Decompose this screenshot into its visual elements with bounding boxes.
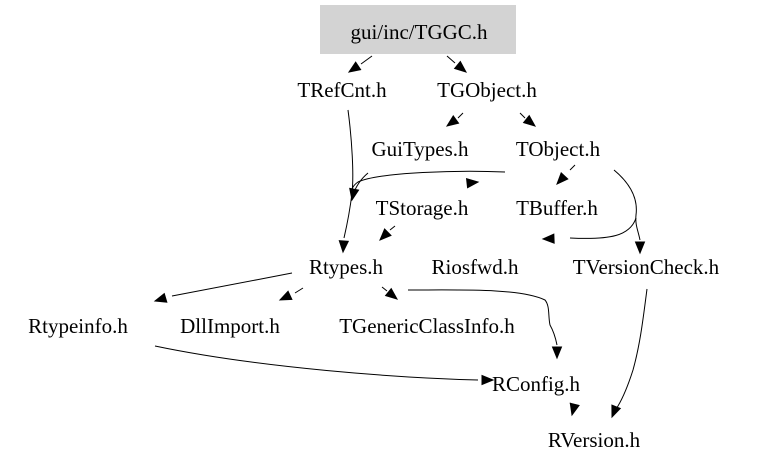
node-tobject[interactable]: TObject.h xyxy=(516,137,601,161)
arrowhead-icon xyxy=(347,61,362,73)
edge-rtypes-to-dllimport xyxy=(278,287,304,301)
node-tversioncheck[interactable]: TVersionCheck.h xyxy=(573,255,720,279)
edge-line xyxy=(294,287,304,294)
arrowhead-icon xyxy=(379,228,392,241)
arrowhead-icon xyxy=(384,287,399,300)
node-label: Rtypes.h xyxy=(309,255,384,279)
node-tgenericclassinfo[interactable]: TGenericClassInfo.h xyxy=(339,314,515,338)
edge-line xyxy=(343,109,354,239)
edge-line xyxy=(389,225,396,231)
node-label: TBuffer.h xyxy=(516,196,598,220)
edge-line xyxy=(381,286,388,292)
node-label: RVersion.h xyxy=(548,428,641,452)
arrowhead-icon xyxy=(541,233,555,244)
node-label: RConfig.h xyxy=(492,372,581,396)
arrowhead-icon xyxy=(465,178,480,189)
node-label: TGenericClassInfo.h xyxy=(339,314,515,338)
edge-tobject-to-riosfwd xyxy=(541,217,637,244)
node-guitypes[interactable]: GuiTypes.h xyxy=(371,137,469,161)
node-label: DllImport.h xyxy=(180,314,280,338)
node-rconfig[interactable]: RConfig.h xyxy=(492,372,581,396)
node-tggc[interactable]: gui/inc/TGGC.h xyxy=(320,5,516,54)
edge-line xyxy=(407,289,558,346)
arrowhead-icon xyxy=(153,292,168,303)
edge-line xyxy=(613,288,648,413)
edge-rtypes-to-rtypeinfo xyxy=(153,272,293,303)
edge-tgobject-to-tobject xyxy=(519,112,537,127)
edges-layer xyxy=(153,55,648,419)
edge-rtypes-to-tgenericclassinfo xyxy=(381,286,399,300)
node-label: TStorage.h xyxy=(376,196,469,220)
edge-line xyxy=(519,112,526,119)
arrowhead-icon xyxy=(569,402,580,417)
node-label: TGObject.h xyxy=(437,78,537,102)
node-label: TObject.h xyxy=(516,137,601,161)
node-tgobject[interactable]: TGObject.h xyxy=(437,78,537,102)
node-label: Riosfwd.h xyxy=(432,255,519,279)
arrowhead-icon xyxy=(278,290,293,301)
node-label: TVersionCheck.h xyxy=(573,255,720,279)
edge-rconfig-to-rversion xyxy=(569,402,580,417)
root-node-box xyxy=(320,5,516,54)
arrowhead-icon xyxy=(481,374,495,386)
edge-tobject-to-tversioncheck xyxy=(613,169,646,255)
edge-line xyxy=(446,55,456,64)
arrowhead-icon xyxy=(453,60,468,73)
edge-line xyxy=(569,164,576,171)
edge-tggc-to-tgobject xyxy=(446,55,468,73)
arrowhead-icon xyxy=(522,114,537,127)
node-trefcnt[interactable]: TRefCnt.h xyxy=(297,78,387,102)
edge-line xyxy=(350,170,506,197)
edge-line xyxy=(360,55,373,65)
node-label: gui/inc/TGGC.h xyxy=(350,20,488,44)
node-tbuffer[interactable]: TBuffer.h xyxy=(516,196,598,220)
arrowhead-icon xyxy=(611,404,622,419)
edge-tobject-to-tstorage xyxy=(350,170,506,197)
arrowhead-icon xyxy=(634,241,646,255)
node-label: GuiTypes.h xyxy=(371,137,469,161)
edge-rtypeinfo-to-rconfig xyxy=(154,345,495,386)
node-tstorage[interactable]: TStorage.h xyxy=(376,196,469,220)
edge-line xyxy=(613,169,641,241)
arrowhead-icon xyxy=(445,114,460,127)
arrowhead-icon xyxy=(556,172,569,185)
edge-line xyxy=(457,112,464,119)
edge-tggc-to-trefcnt xyxy=(347,55,373,73)
edge-trefcnt-to-rtypes xyxy=(338,109,354,254)
edge-tstorage-to-rtypes xyxy=(379,225,396,241)
node-riosfwd[interactable]: Riosfwd.h xyxy=(432,255,519,279)
edge-rtypes-to-rconfig xyxy=(407,289,563,360)
node-dllimport[interactable]: DllImport.h xyxy=(180,314,280,338)
arrowhead-icon xyxy=(338,240,350,254)
node-rversion[interactable]: RVersion.h xyxy=(548,428,641,452)
node-rtypeinfo[interactable]: Rtypeinfo.h xyxy=(28,314,128,338)
edge-line xyxy=(171,272,293,297)
edge-tversioncheck-to-rversion xyxy=(611,288,648,419)
node-label: Rtypeinfo.h xyxy=(28,314,128,338)
node-label: TRefCnt.h xyxy=(297,78,387,102)
edge-tgobject-to-guitypes xyxy=(445,112,464,127)
edge-tobject-to-tbuffer xyxy=(556,164,576,185)
arrowhead-icon xyxy=(551,346,563,360)
edge-line xyxy=(569,217,637,239)
edge-line xyxy=(154,345,479,381)
node-rtypes[interactable]: Rtypes.h xyxy=(309,255,384,279)
